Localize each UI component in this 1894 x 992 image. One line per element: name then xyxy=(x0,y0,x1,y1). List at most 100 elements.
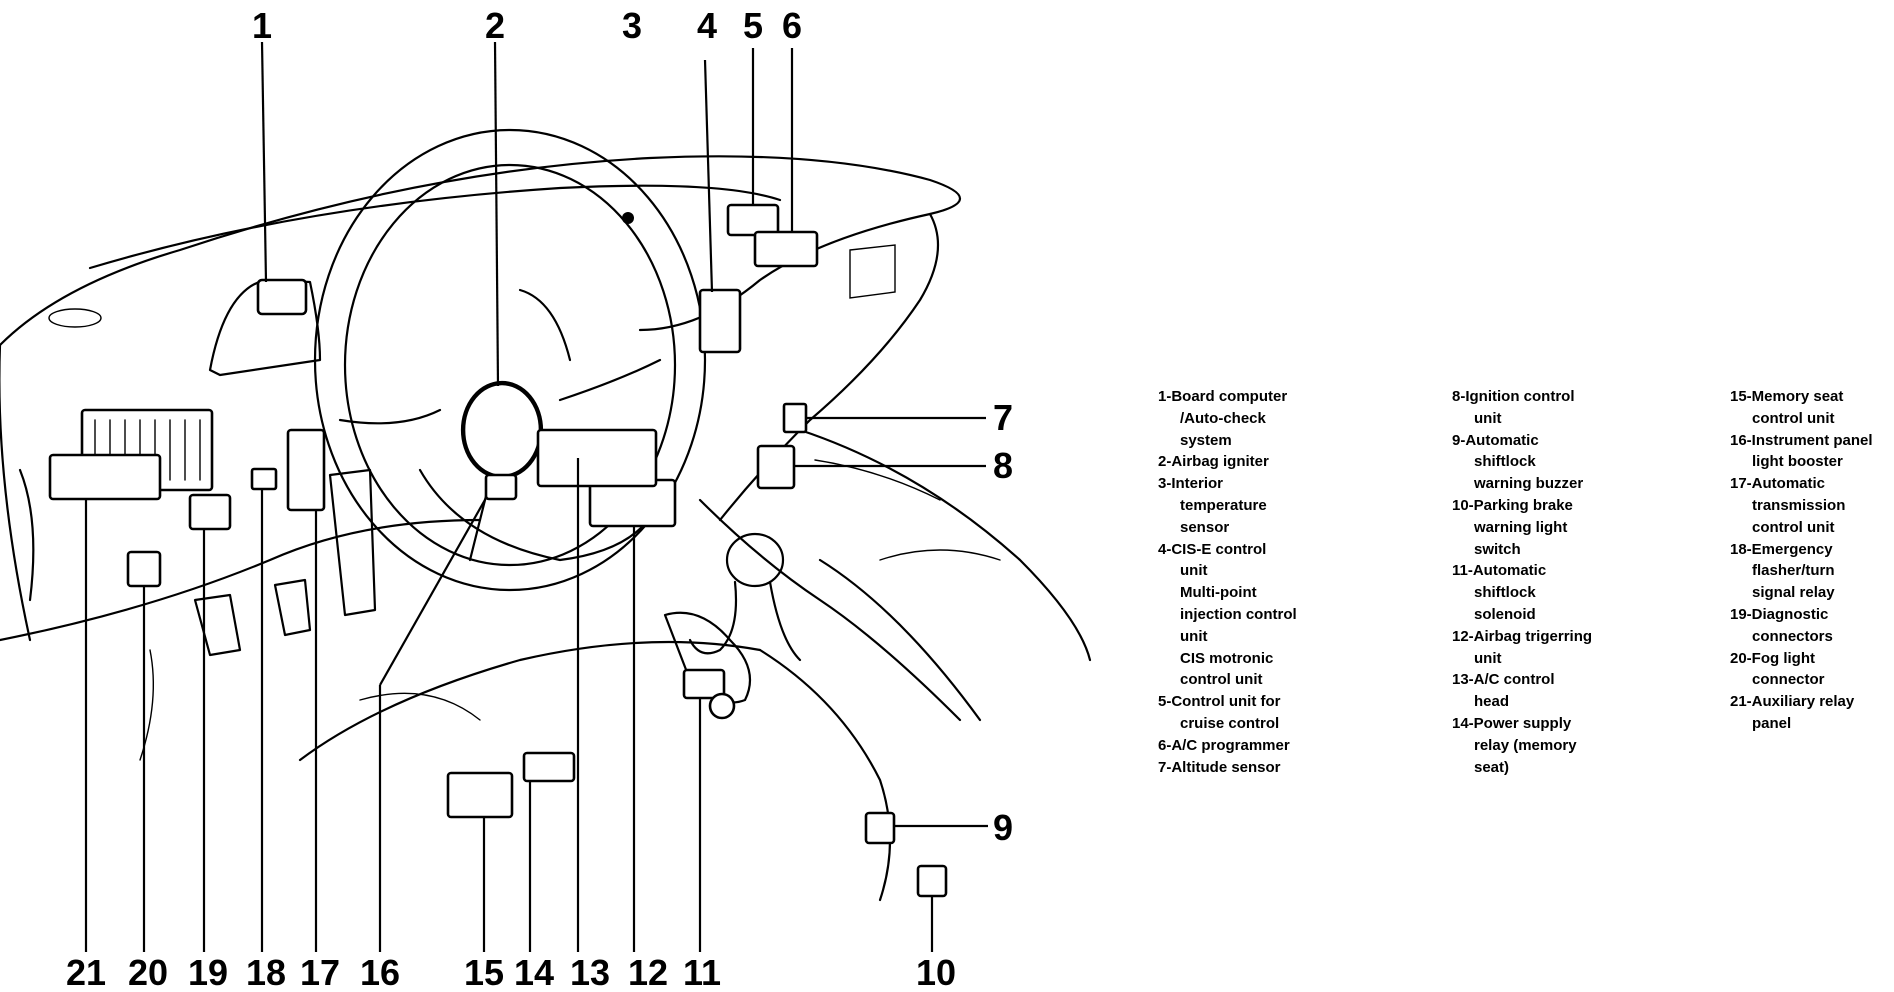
legend-entry: 6-A/C programmer xyxy=(1158,735,1297,757)
callout-6: 6 xyxy=(782,5,802,46)
legend-item-cont: switch xyxy=(1474,540,1521,558)
legend-item-cont: panel xyxy=(1752,714,1792,732)
legend-item-label: 13-A/C control xyxy=(1452,671,1555,689)
legend-item-label: 11-Automatic xyxy=(1452,562,1547,580)
callout-2: 2 xyxy=(485,5,505,46)
legend-item-cont: warning buzzer xyxy=(1474,475,1584,493)
callout-1: 1 xyxy=(252,5,272,46)
legend-entry: 12-Airbag trigerring unit xyxy=(1452,626,1592,670)
legend-item-label: 10-Parking brake xyxy=(1452,496,1573,514)
legend-item-cont: seat) xyxy=(1474,758,1510,776)
legend-item-label: 4-CIS-E control xyxy=(1158,540,1267,558)
legend-entry: 14-Power supply relay (memory seat) xyxy=(1452,713,1592,778)
legend-item-cont: sensor xyxy=(1180,518,1230,536)
legend-entry: 8-Ignition control unit xyxy=(1452,386,1592,430)
legend-item-cont: head xyxy=(1474,693,1510,711)
callout-numbers: 1 2 3 4 5 6 7 8 9 10 11 12 13 14 15 16 1… xyxy=(66,5,1013,992)
legend-entry: 10-Parking brake warning light switch xyxy=(1452,495,1592,560)
legend-item-label: 15-Memory seat xyxy=(1730,388,1844,405)
legend-item-label: 9-Automatic xyxy=(1452,431,1539,449)
legend-item-cont: unit xyxy=(1474,649,1502,667)
legend-item-cont: injection control xyxy=(1180,605,1297,623)
legend-item-label: 19-Diagnostic xyxy=(1730,605,1829,623)
steering-wheel xyxy=(313,128,707,592)
legend-item-cont: unit xyxy=(1180,627,1208,645)
callout-4: 4 xyxy=(697,5,717,46)
legend-item-label: 16-Instrument panel xyxy=(1730,431,1873,449)
legend-item-cont: CIS motronic xyxy=(1180,649,1274,667)
callout-14: 14 xyxy=(514,952,554,992)
legend-entry: 15-Memory seat control unit xyxy=(1730,386,1873,430)
legend-entry: 2-Airbag igniter xyxy=(1158,451,1297,473)
legend-column-2: 8-Ignition control unit 9-Automatic shiftl… xyxy=(1452,386,1592,778)
legend-item-cont: transmission xyxy=(1752,496,1846,514)
legend-item-label: 20-Fog light xyxy=(1730,649,1815,667)
legend-item-cont: system xyxy=(1180,431,1232,449)
callout-20: 20 xyxy=(128,952,168,992)
legend-item-cont: Multi-point xyxy=(1180,584,1257,602)
legend-entry: 9-Automatic shiftlock warning buzzer xyxy=(1452,430,1592,495)
legend-item-cont: control unit xyxy=(1180,671,1263,689)
legend-entry: 3-Interior temperature sensor xyxy=(1158,473,1297,538)
legend-item-label: 18-Emergency xyxy=(1730,540,1833,558)
legend-item-cont: warning light xyxy=(1474,518,1568,536)
callout-19: 19 xyxy=(188,952,228,992)
legend-item-cont: control unit xyxy=(1752,518,1835,536)
legend-item-cont: control unit xyxy=(1752,409,1835,427)
callout-17: 17 xyxy=(300,952,340,992)
legend-item-label: 8-Ignition control xyxy=(1452,388,1575,405)
legend-entry: 5-Control unit for cruise control xyxy=(1158,691,1297,735)
legend-item-label: 21-Auxiliary relay xyxy=(1730,693,1855,711)
legend-item-label: 1-Board computer xyxy=(1158,388,1288,405)
legend-column-3: 15-Memory seat control unit 16-Instrument… xyxy=(1730,386,1873,735)
legend-item-cont: cruise control xyxy=(1180,714,1280,732)
legend-entry: 21-Auxiliary relay panel xyxy=(1730,691,1873,735)
legend-item-label: 12-Airbag trigerring xyxy=(1452,627,1593,645)
legend-item-label: 5-Control unit for xyxy=(1158,693,1281,711)
legend-item-label: 14-Power supply xyxy=(1452,714,1572,732)
legend-item-cont: unit xyxy=(1180,562,1208,580)
gear-shifter xyxy=(663,532,802,704)
callout-13: 13 xyxy=(570,952,610,992)
callout-15: 15 xyxy=(464,952,504,992)
legend-entry: 1-Board computer/Auto-check system xyxy=(1158,386,1297,451)
components xyxy=(48,203,948,898)
legend-item-cont: /Auto-check xyxy=(1180,409,1266,427)
legend-item-cont: unit xyxy=(1474,409,1502,427)
callout-16: 16 xyxy=(360,952,400,992)
legend-item-label: 3-Interior xyxy=(1158,475,1224,493)
callout-7: 7 xyxy=(993,397,1013,438)
callout-5: 5 xyxy=(743,5,763,46)
legend-item-cont: relay (memory xyxy=(1474,736,1577,754)
callout-10: 10 xyxy=(916,952,956,992)
legend-item-cont: shiftlock xyxy=(1474,584,1536,602)
legend-item-label: 17-Automatic xyxy=(1730,475,1826,493)
legend-column-1: 1-Board computer/Auto-check system 2-Airb… xyxy=(1158,386,1297,778)
legend-item-cont: signal relay xyxy=(1752,584,1835,602)
legend-entry: 20-Fog light connector xyxy=(1730,648,1873,692)
callout-3: 3 xyxy=(622,5,642,46)
leader-lines xyxy=(84,41,988,952)
legend-item-cont: shiftlock xyxy=(1474,453,1536,471)
legend-item-cont: solenoid xyxy=(1474,605,1536,623)
legend-entry: 16-Instrument panel light booster xyxy=(1730,430,1873,474)
dashboard-outline xyxy=(0,155,1092,902)
callout-18: 18 xyxy=(246,952,286,992)
legend-entry: 17-Automatic transmission control unit xyxy=(1730,473,1873,538)
callout-12: 12 xyxy=(628,952,668,992)
legend-item-label: 7-Altitude sensor xyxy=(1158,758,1281,776)
legend-item-label: 2-Airbag igniter xyxy=(1158,453,1269,471)
callout-9: 9 xyxy=(993,807,1013,848)
legend-item-cont: light booster xyxy=(1752,453,1843,471)
callout-8: 8 xyxy=(993,445,1013,486)
legend-item-cont: connector xyxy=(1752,671,1825,689)
legend-item-cont: temperature xyxy=(1180,496,1267,514)
legend-entry: 11-Automatic shiftlock solenoid xyxy=(1452,560,1592,625)
callout-11: 11 xyxy=(683,952,721,992)
legend-item-label: 6-A/C programmer xyxy=(1158,736,1290,754)
legend-entry: 13-A/C control head xyxy=(1452,669,1592,713)
